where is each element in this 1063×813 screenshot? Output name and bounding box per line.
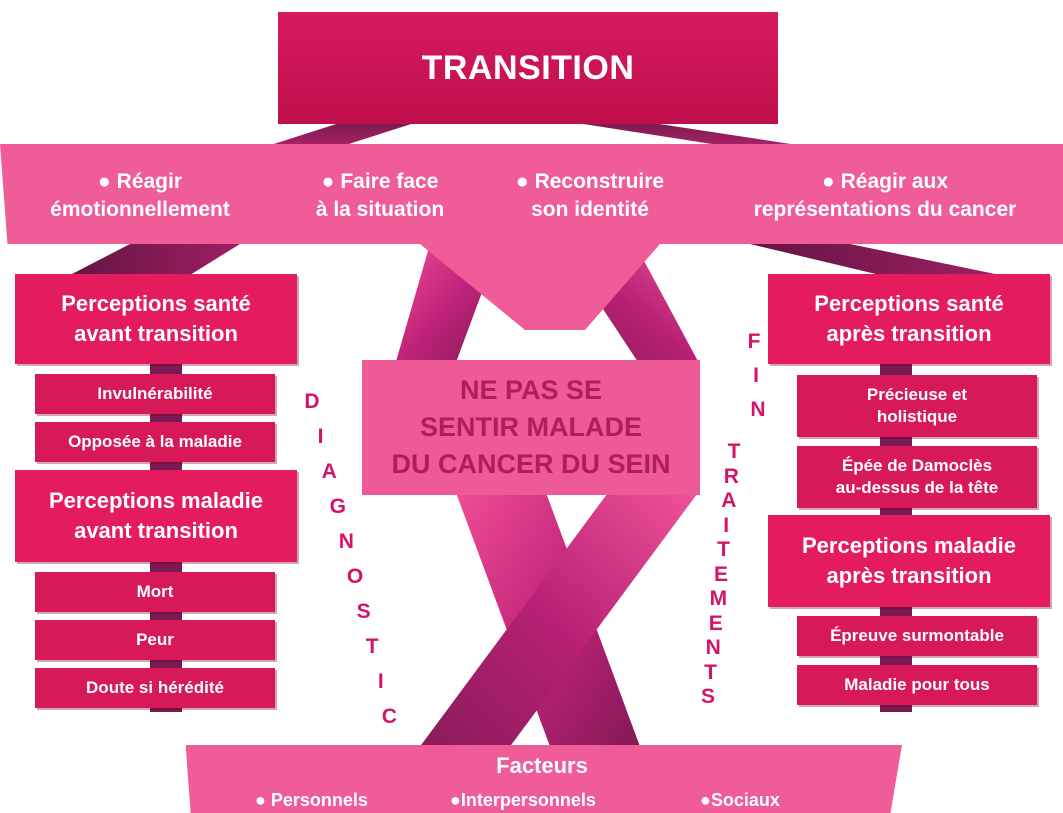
bullet-icon: ● [321, 170, 335, 193]
traitements-letter: N [705, 636, 721, 659]
ribbon-connector-top-right [545, 118, 830, 150]
factor-interpersonal: ●Interpersonnels [450, 790, 596, 810]
left-health-item: Invulnérabilité [35, 374, 275, 414]
factors-band [185, 745, 902, 813]
traitements-letter: M [709, 587, 728, 610]
diagnostic-letter: O [346, 565, 364, 588]
fin-letter: N [750, 398, 766, 421]
bullet-icon: ● [821, 170, 835, 193]
diagnostic-letter: A [321, 460, 337, 483]
ribbon-connector-right [750, 244, 1000, 275]
transition-title: TRANSITION [278, 12, 778, 124]
diagnostic-letter: N [338, 530, 354, 553]
right-disease-item: Épreuve surmontable [797, 616, 1037, 656]
bullet-icon: ● [700, 790, 711, 810]
coping-item-face-situation: ●Faire face à la situation [315, 170, 445, 221]
diagnostic-letter: C [381, 705, 397, 728]
traitements-letter: E [708, 611, 723, 635]
left-disease-item: Doute si hérédité [35, 668, 275, 708]
coping-item-emotional: ●Réagir émotionnellement [50, 170, 230, 221]
bullet-icon: ● [515, 170, 529, 193]
diagnostic-letter: T [365, 635, 379, 658]
factors-title: Facteurs [496, 753, 588, 778]
bullet-icon: ● [450, 790, 461, 810]
ribbon-connector-left [70, 244, 240, 275]
factor-social: ●Sociaux [700, 790, 780, 810]
traitements-letter: S [700, 685, 715, 708]
traitements-letter: E [713, 562, 728, 586]
center-statement: NE PAS SE SENTIR MALADE DU CANCER DU SEI… [362, 360, 700, 495]
diagnostic-letter: G [329, 495, 346, 518]
traitements-letter: I [723, 513, 730, 537]
left-disease-item: Mort [35, 572, 275, 612]
diagnostic-letter: D [304, 390, 320, 413]
traitements-letter: T [704, 660, 717, 684]
diagnostic-letter: S [356, 600, 371, 623]
fin-letter: I [753, 364, 759, 387]
diagnostic-letter: I [377, 670, 384, 693]
left-health-item: Opposée à la maladie [35, 422, 275, 462]
traitements-letter: T [727, 440, 741, 463]
ribbon-tail-right [410, 490, 700, 760]
bullet-icon: ● [97, 170, 111, 193]
fin-letter: F [747, 330, 761, 353]
traitements-letter: R [723, 464, 739, 488]
ribbon-connector-top-left [255, 118, 430, 150]
ribbon-fold [420, 244, 660, 330]
diagnostic-letter: I [317, 425, 324, 448]
coping-item-representations: ●Réagir aux représentations du cancer [753, 170, 1017, 221]
right-disease-item: Maladie pour tous [797, 665, 1037, 705]
bullet-icon: ● [255, 790, 266, 810]
traitements-letter: T [717, 538, 730, 561]
coping-band [0, 144, 1063, 244]
traitements-letter: A [721, 489, 737, 512]
factor-personal: ● Personnels [255, 790, 368, 810]
left-disease-item: Peur [35, 620, 275, 660]
coping-item-identity: ●Reconstruire son identité [515, 170, 665, 221]
